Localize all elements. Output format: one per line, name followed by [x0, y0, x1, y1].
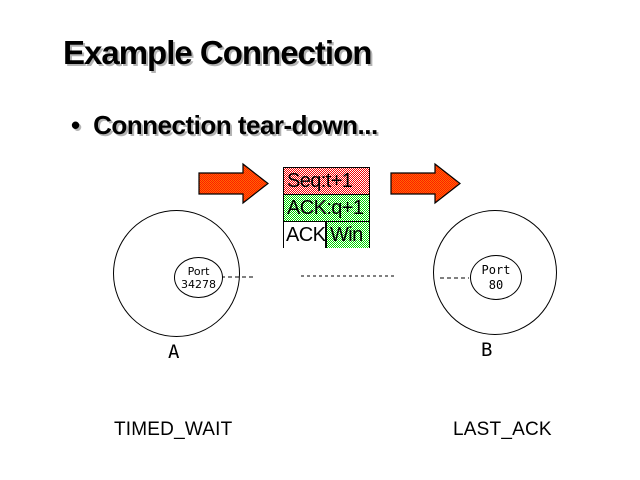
- host-b-port-circle: Port 80: [470, 255, 522, 300]
- host-a-port-circle: Port 34278: [174, 257, 223, 298]
- host-a-port-label: Port: [187, 264, 210, 278]
- tcp-segment-table: Seq:t+1 ACK:q+1 ACK Win: [283, 167, 370, 248]
- slide-title: Example Connection: [63, 34, 372, 71]
- host-a-state: TIMED_WAIT: [114, 419, 233, 440]
- bullet-marker: •: [71, 110, 81, 140]
- bullet-text: Connection tear-down...: [93, 110, 378, 140]
- send-arrow-left-icon: [198, 162, 269, 205]
- segment-cell-win: Win: [327, 222, 369, 248]
- segment-row-flags: ACK Win: [284, 221, 369, 248]
- send-arrow-right-icon: [390, 162, 461, 205]
- segment-cell-ack-flag: ACK: [284, 222, 327, 248]
- host-a-circle: [113, 210, 240, 337]
- host-b-state: LAST_ACK: [453, 419, 552, 440]
- host-a-port-number: 34278: [181, 277, 216, 291]
- bullet-item: • Connection tear-down...: [71, 110, 378, 141]
- segment-row-ack: ACK:q+1: [284, 194, 369, 221]
- host-b-circle: [433, 210, 557, 335]
- host-b-port-number: 80: [488, 277, 504, 292]
- host-b-label: B: [481, 339, 493, 361]
- segment-row-seq: Seq:t+1: [284, 168, 369, 194]
- host-b-port-label: Port: [481, 262, 511, 277]
- host-a-label: A: [168, 341, 180, 363]
